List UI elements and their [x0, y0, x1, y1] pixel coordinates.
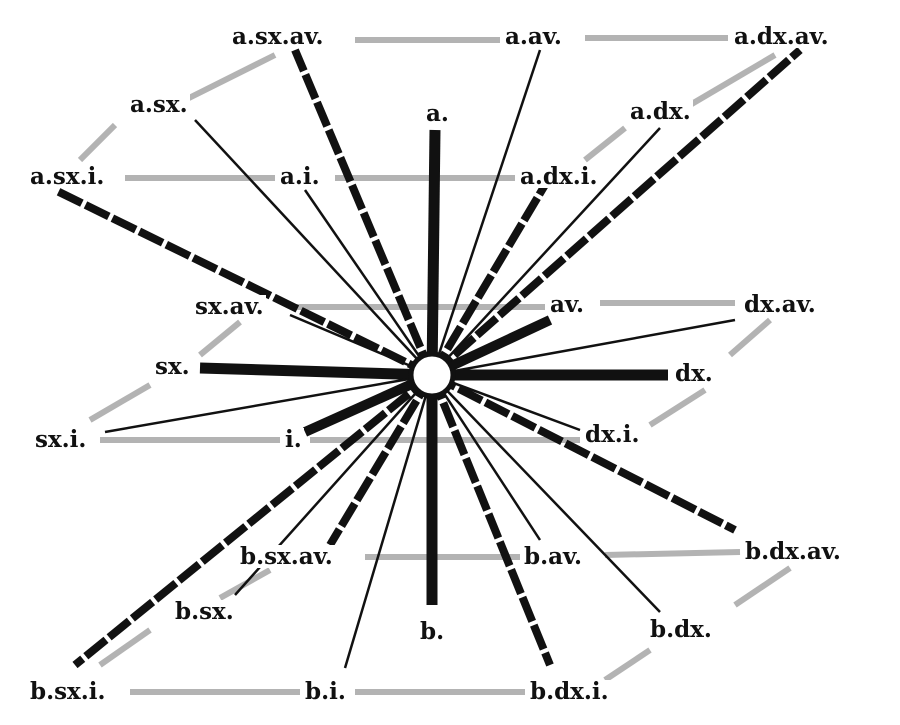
cube-edge [603, 647, 652, 683]
label-b-sx: b.sx. [173, 598, 236, 625]
ray-a-av [430, 49, 542, 376]
label-a-dx: a.dx. [628, 98, 693, 125]
ray-b-sx-i [72, 371, 435, 669]
cube-edge [604, 549, 741, 558]
label-dx: dx. [673, 360, 715, 387]
label-sx: sx. [153, 353, 192, 380]
ray-b-dx-av [430, 371, 737, 534]
ray-sx-i [104, 373, 433, 434]
label-dx-i: dx.i. [583, 421, 642, 448]
label-b: b. [418, 618, 447, 645]
label-a-i: a.i. [278, 163, 322, 190]
label-dx-av: dx.av. [742, 291, 818, 318]
label-b-i: b.i. [303, 678, 348, 705]
cube-edge [88, 382, 152, 423]
label-b-sx-av: b.sx.av. [238, 543, 335, 570]
label-b-dx-i: b.dx.i. [528, 678, 611, 705]
label-av: av. [548, 291, 586, 318]
label-b-dx-av: b.dx.av. [743, 538, 843, 565]
label-b-av: b.av. [522, 543, 585, 570]
ray-dx-av [431, 318, 736, 377]
ray-a-dx [431, 127, 661, 376]
cube-edge [648, 387, 707, 428]
cube-edge [198, 319, 242, 358]
ray-b-av [430, 374, 542, 541]
ray-b-dx [431, 374, 661, 613]
label-sx-i: sx.i. [33, 426, 89, 453]
ray-sx-av [289, 313, 433, 377]
ray-dx-i [431, 373, 581, 432]
label-a-av: a.av. [503, 23, 564, 50]
ray-a-dx-av [429, 47, 803, 378]
label-a-sx-av: a.sx.av. [230, 23, 326, 50]
cube-edge [688, 52, 777, 108]
cube-edge [728, 317, 772, 358]
ray-b-i [343, 374, 434, 669]
ray-a-i [303, 189, 434, 376]
ray-a-sx [194, 119, 433, 376]
ray-a [426, 129, 441, 376]
label-b-dx: b.dx. [648, 616, 714, 643]
cube-edge [733, 565, 792, 608]
cube-edge [77, 122, 118, 163]
cube-edge [98, 627, 152, 668]
cube-edge [583, 125, 627, 163]
label-a: a. [424, 100, 451, 127]
ray-a-sx-av [291, 48, 436, 377]
ray-sx [199, 362, 433, 381]
label-a-dx-av: a.dx.av. [732, 23, 831, 50]
label-b-sx-i: b.sx.i. [28, 678, 108, 705]
label-sx-av: sx.av. [193, 293, 266, 320]
ray-a-dx-i [428, 182, 549, 378]
label-a-sx-i: a.sx.i. [28, 163, 107, 190]
cube-edge [183, 52, 277, 103]
ray-a-sx-i [53, 186, 434, 379]
center-circle [408, 351, 456, 399]
ray-b-sx-av [326, 372, 436, 548]
label-a-dx-i: a.dx.i. [518, 163, 600, 190]
label-i: i. [283, 426, 304, 453]
ray-b-dx-i [428, 373, 554, 667]
label-a-sx: a.sx. [128, 91, 190, 118]
